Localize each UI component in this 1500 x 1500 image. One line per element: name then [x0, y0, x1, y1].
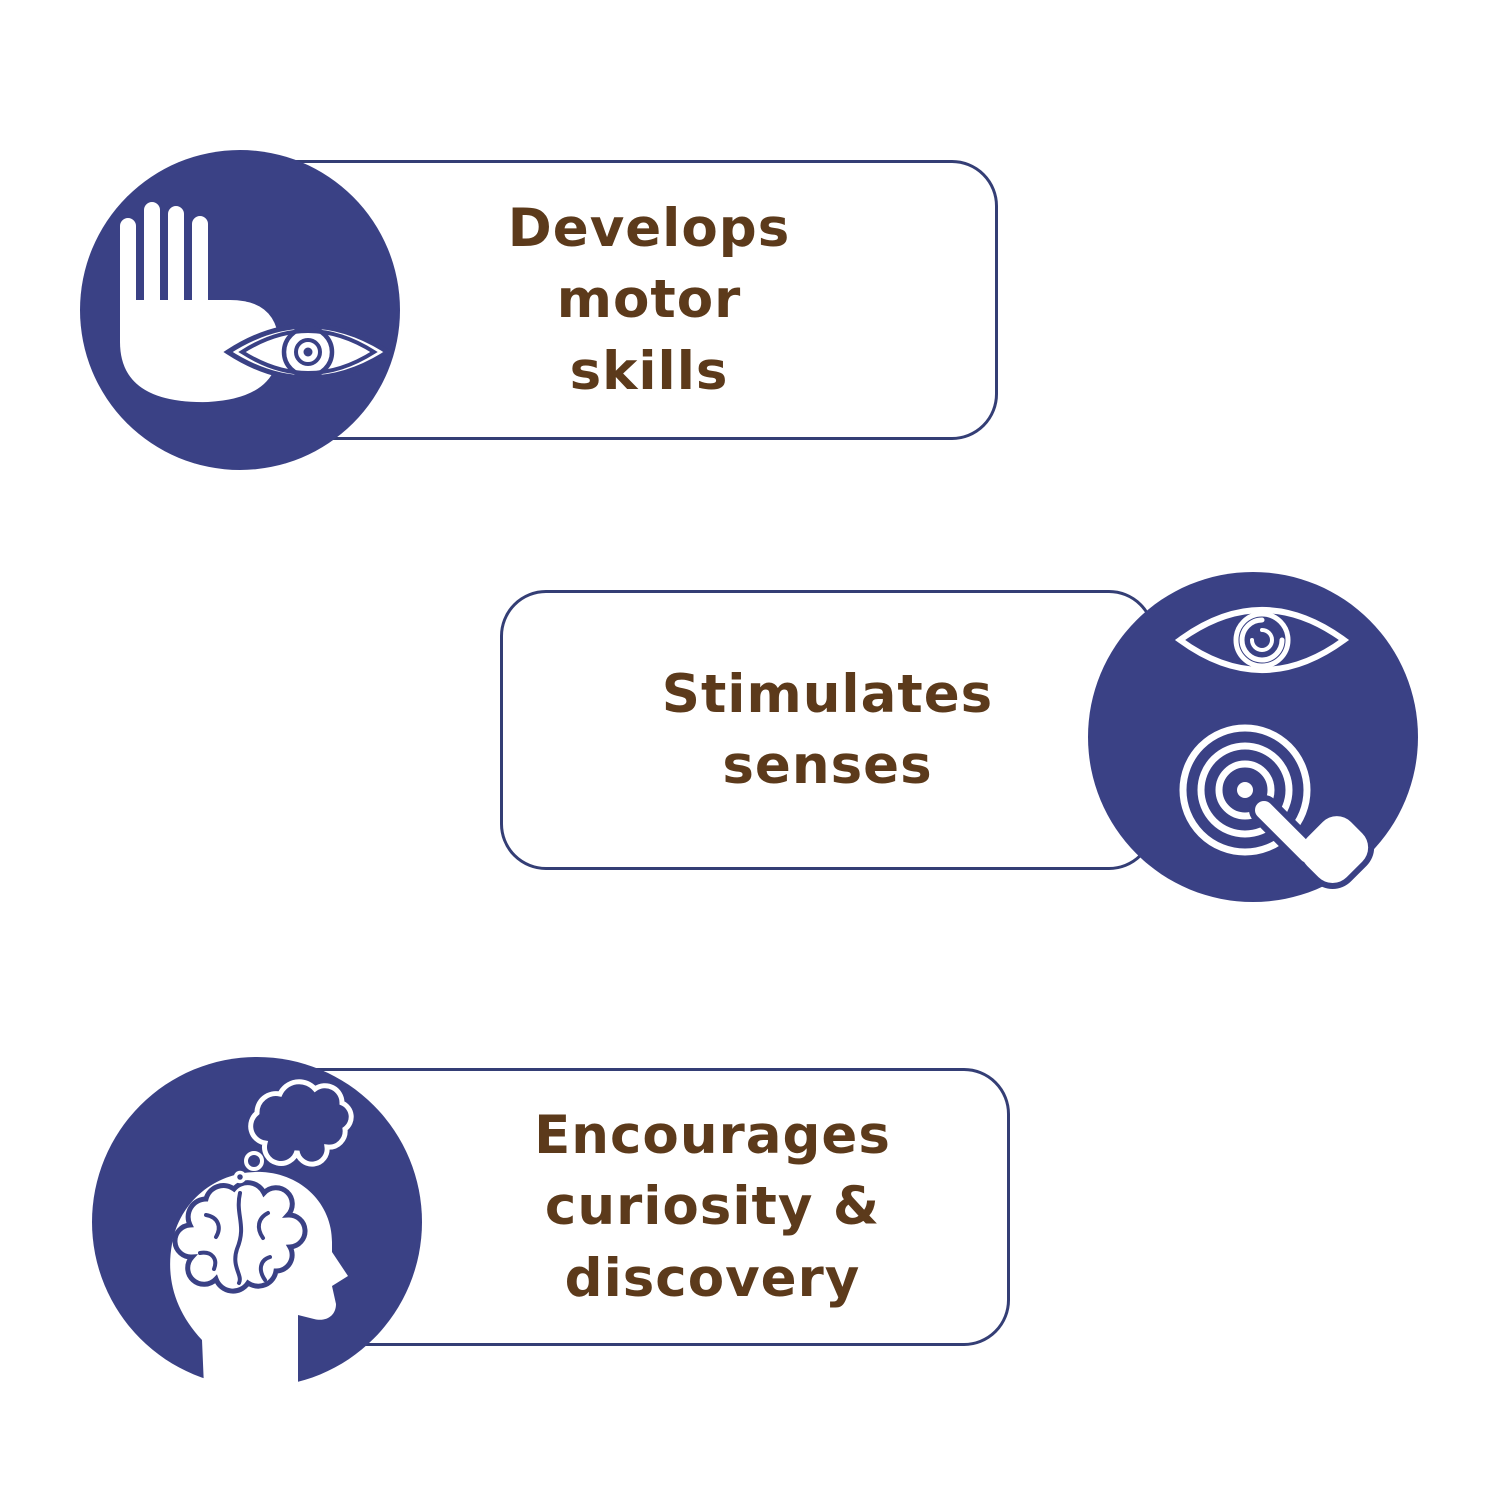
- text-line: senses: [722, 735, 933, 796]
- text-line: Encourages: [534, 1105, 891, 1167]
- card-stimulates-senses-text: Stimulates senses: [662, 659, 993, 801]
- text-line: Develops: [507, 198, 791, 260]
- text-line: Stimulates: [661, 663, 994, 725]
- eye-and-touch-icon: [1088, 572, 1418, 902]
- text-line: curiosity &: [544, 1176, 881, 1238]
- text-line: skills: [569, 340, 729, 402]
- card-curiosity-discovery-text: Encourages curiosity & discovery: [534, 1100, 891, 1313]
- hand-and-eye-icon: [80, 150, 400, 470]
- card-motor-skills-text: Develops motor skills: [508, 193, 791, 406]
- text-line: motor: [556, 269, 742, 331]
- head-thought-bubble-icon: [92, 1057, 422, 1387]
- text-line: discovery: [564, 1247, 861, 1309]
- card-stimulates-senses: Stimulates senses: [500, 590, 1155, 870]
